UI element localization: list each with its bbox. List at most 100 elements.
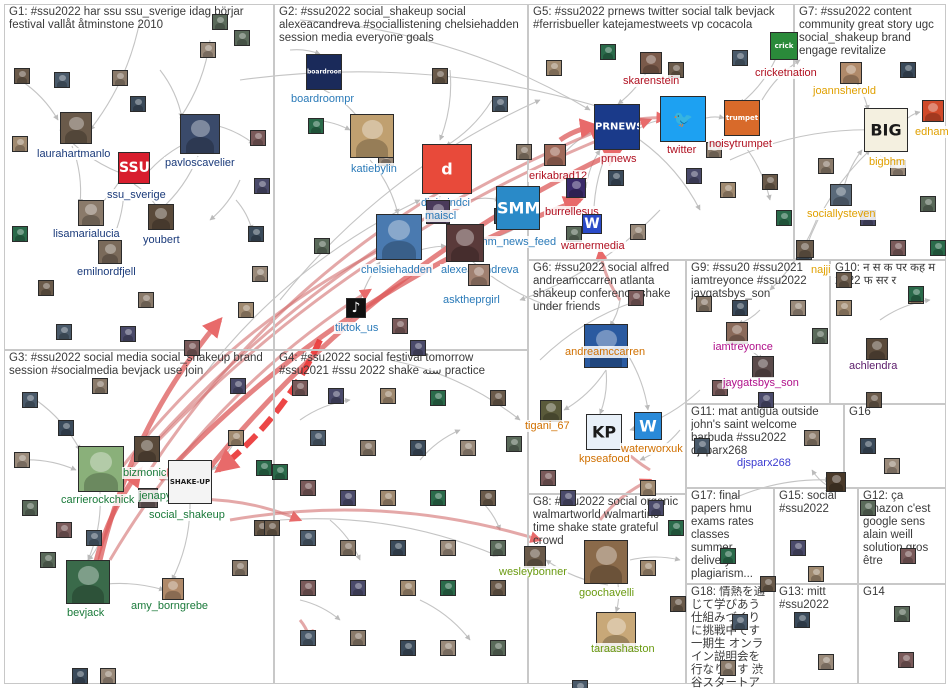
avatar-face	[444, 642, 452, 649]
avatar[interactable]: SHAKE-UP	[168, 460, 212, 504]
avatar[interactable]: KP	[586, 414, 622, 450]
avatar[interactable]	[540, 400, 562, 422]
minor-node-avatar	[138, 292, 154, 308]
avatar-face	[732, 325, 742, 335]
minor-node-avatar	[56, 522, 72, 538]
avatar[interactable]: BIG	[864, 108, 908, 152]
minor-node-avatar	[694, 438, 710, 454]
avatar-face	[190, 119, 210, 137]
group-box-g16: G16	[844, 404, 946, 488]
avatar-body	[294, 389, 306, 395]
avatar-face	[124, 328, 132, 335]
avatar[interactable]: SSU	[118, 152, 150, 184]
avatar[interactable]: trumpet	[724, 100, 760, 136]
avatar[interactable]	[78, 200, 104, 226]
avatar[interactable]: 🐦	[660, 96, 706, 142]
avatar[interactable]	[640, 52, 662, 74]
minor-node-avatar	[248, 226, 264, 242]
avatar-face	[104, 670, 112, 677]
node-label: skarenstein	[622, 75, 681, 87]
minor-node-avatar	[14, 452, 30, 468]
minor-node-avatar	[908, 286, 924, 302]
avatar-face	[812, 568, 820, 575]
avatar-body	[81, 214, 101, 225]
avatar-face	[840, 302, 848, 309]
avatar[interactable]	[98, 240, 122, 264]
avatar-face	[496, 98, 504, 105]
avatar-body	[492, 549, 504, 555]
avatar-face	[232, 432, 240, 439]
avatar[interactable]	[752, 356, 774, 378]
avatar-face	[716, 382, 724, 389]
minor-node-avatar	[812, 328, 828, 344]
avatar-face	[520, 146, 528, 153]
avatar-face	[870, 394, 878, 401]
avatar-body	[892, 249, 904, 255]
avatar[interactable]	[796, 240, 814, 258]
avatar[interactable]	[134, 436, 160, 462]
avatar-body	[610, 179, 622, 185]
minor-node-avatar	[732, 614, 748, 630]
avatar-body	[922, 205, 934, 211]
avatar-face	[736, 52, 744, 59]
avatar[interactable]	[922, 100, 944, 122]
avatar-body	[729, 334, 745, 343]
avatar[interactable]	[162, 578, 184, 600]
avatar[interactable]: W	[582, 214, 602, 234]
avatar[interactable]	[826, 472, 846, 492]
avatar-body	[902, 71, 914, 77]
avatar[interactable]: PRNEWS	[594, 104, 640, 150]
avatar-body	[266, 529, 278, 535]
avatar[interactable]	[566, 178, 586, 198]
avatar-face	[44, 554, 52, 561]
avatar[interactable]	[524, 546, 546, 568]
avatar-body	[402, 649, 414, 655]
minor-node-avatar	[440, 640, 456, 656]
node-label: bizmonic	[122, 467, 168, 479]
avatar[interactable]	[468, 264, 490, 286]
avatar-body	[412, 349, 424, 355]
avatar-body	[186, 349, 198, 355]
avatar[interactable]: d	[422, 144, 472, 194]
edge	[879, 297, 931, 321]
avatar-face	[304, 582, 312, 589]
avatar[interactable]	[350, 114, 394, 158]
avatar[interactable]	[584, 540, 628, 584]
avatar[interactable]	[866, 338, 888, 360]
avatar[interactable]	[66, 560, 110, 604]
avatar[interactable]	[78, 446, 124, 492]
minor-node-avatar	[860, 438, 876, 454]
avatar[interactable]: SMM	[496, 186, 540, 230]
node-label: sociallysteven	[806, 208, 877, 220]
avatar[interactable]	[840, 62, 862, 84]
avatar[interactable]: boardroom	[306, 54, 342, 90]
minor-node-avatar	[120, 326, 136, 342]
avatar[interactable]: ♪	[346, 298, 366, 318]
avatar[interactable]	[180, 114, 220, 154]
minor-node-avatar	[380, 490, 396, 506]
minor-node-avatar	[628, 290, 644, 306]
minor-node-avatar	[272, 464, 288, 480]
avatar[interactable]	[446, 224, 484, 262]
avatar-body	[254, 275, 266, 281]
avatar[interactable]: crick	[770, 32, 798, 60]
avatar[interactable]	[544, 144, 566, 166]
avatar-face	[90, 532, 98, 539]
minor-node-avatar	[930, 240, 946, 256]
avatar[interactable]: W	[634, 412, 662, 440]
avatar-face	[62, 422, 70, 429]
avatar-face	[361, 120, 383, 139]
minor-node-avatar	[300, 530, 316, 546]
avatar-face	[85, 203, 97, 215]
avatar-body	[250, 235, 262, 241]
avatar[interactable]	[60, 112, 92, 144]
avatar[interactable]	[148, 204, 174, 230]
avatar[interactable]	[376, 214, 422, 260]
avatar[interactable]	[830, 184, 852, 206]
logo-mark: crick	[774, 42, 794, 50]
edge	[299, 19, 591, 111]
avatar-face	[344, 492, 352, 499]
node-label: tigani_67	[524, 420, 571, 432]
minor-node-avatar	[340, 490, 356, 506]
avatar-body	[380, 159, 392, 165]
